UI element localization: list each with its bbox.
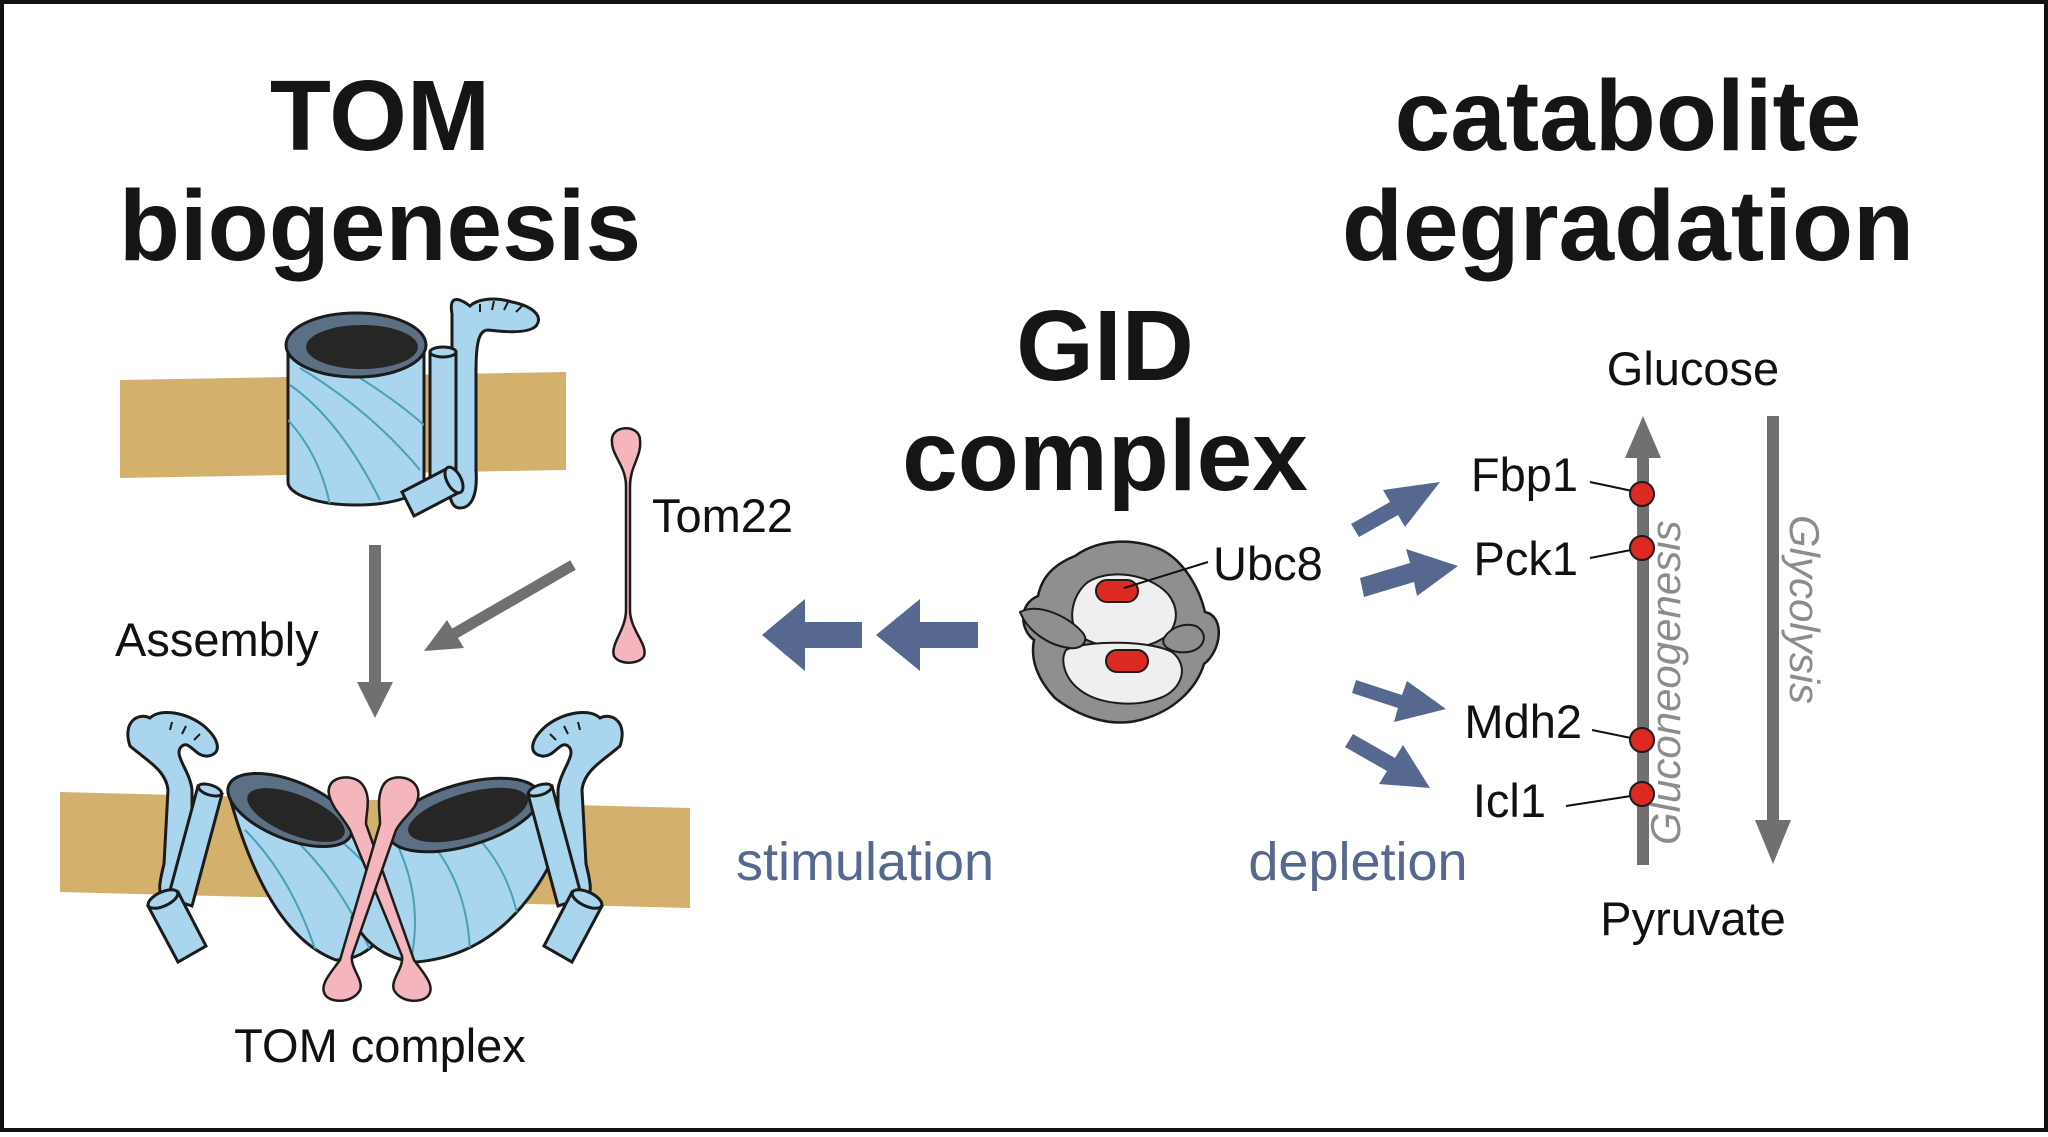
tom22-label: Tom22: [652, 489, 793, 542]
depletion-arrow-icl1: [1345, 734, 1430, 788]
depletion-arrow-fbp1: [1351, 482, 1440, 537]
heading-tom-line2: biogenesis: [119, 170, 641, 282]
glycolysis-label: Glycolysis: [1781, 515, 1828, 704]
depletion-label: depletion: [1248, 832, 1467, 892]
heading-cat-line2: degradation: [1342, 170, 1914, 282]
enzyme-label-pck1: Pck1: [1474, 532, 1579, 585]
ubc8-leader: [1123, 561, 1209, 589]
tom22-precursor: [610, 427, 646, 664]
enzyme-dot-mdh2: [1629, 727, 1655, 753]
tom-small-subunit-right: [526, 710, 624, 965]
tom40-pore-right: [408, 787, 528, 843]
heading-gid-line2: complex: [902, 400, 1308, 512]
tom40-pore-top: [306, 325, 418, 369]
tom40-pore-left: [247, 788, 345, 842]
enzyme-label-fbp1: Fbp1: [1471, 448, 1578, 501]
enzyme-dot-pck1: [1629, 535, 1655, 561]
tom22-assembled-right: [322, 776, 420, 1003]
heading-tom-line1: TOM: [270, 60, 490, 172]
enzyme-mdh2: Mdh2: [1464, 695, 1655, 753]
enzyme-label-mdh2: Mdh2: [1464, 695, 1582, 748]
enzyme-icl1: Icl1: [1473, 774, 1655, 827]
enzyme-pck1: Pck1: [1474, 532, 1655, 585]
ubc8-red-bottom: [1105, 649, 1149, 673]
glucose-label: Glucose: [1607, 342, 1779, 395]
depletion-arrow-pck1: [1360, 549, 1458, 597]
tom-complex: [60, 710, 690, 1003]
tom-complex-label: TOM complex: [234, 1019, 526, 1072]
heading-gid-line1: GID: [1016, 290, 1194, 402]
stimulation-arrow-1: [876, 599, 978, 671]
tom22-assembled-left: [327, 776, 432, 1003]
tom-monomer: [120, 297, 566, 519]
ubc8-label: Ubc8: [1213, 537, 1323, 590]
tom-small-subunit-top: [399, 297, 540, 519]
tom22-import-arrow: [424, 560, 576, 651]
depletion-arrow-mdh2: [1352, 680, 1446, 722]
ubc8-red-top: [1095, 579, 1139, 603]
tom-small-subunit-left: [126, 710, 224, 965]
enzyme-fbp1: Fbp1: [1471, 448, 1655, 507]
glycolysis-arrow: [1755, 416, 1791, 864]
gid-complex-glyph: [1018, 540, 1220, 724]
stimulation-label: stimulation: [736, 832, 994, 892]
stimulation-arrows: [762, 599, 978, 671]
stimulation-arrow-2: [762, 599, 862, 671]
assembly-arrow-down: [357, 545, 393, 718]
pyruvate-label: Pyruvate: [1600, 892, 1785, 945]
assembly-label: Assembly: [115, 613, 319, 666]
enzyme-dot-icl1: [1629, 781, 1655, 807]
depletion-arrows: [1345, 482, 1458, 788]
enzyme-label-icl1: Icl1: [1473, 774, 1546, 827]
enzyme-dot-fbp1: [1629, 481, 1655, 507]
heading-cat-line1: catabolite: [1395, 60, 1862, 172]
